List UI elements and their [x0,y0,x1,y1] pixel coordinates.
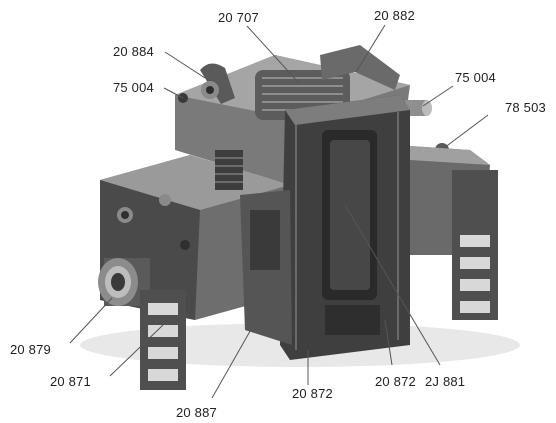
part-labels: 20 707 20 882 20 884 75 004 75 004 78 50… [10,8,546,420]
label-20887: 20 887 [176,405,217,420]
front-frame [280,95,410,360]
label-75004-right: 75 004 [455,70,496,85]
label-20707: 20 707 [218,10,259,25]
label-20872-bottom: 20 872 [292,386,333,401]
label-20884: 20 884 [113,44,154,59]
label-20872-right: 20 872 [375,374,416,389]
label-20881: 2J 881 [425,374,465,389]
leader-lines [69,24,489,399]
ladder-bracket-right [452,170,498,320]
label-75004-left: 75 004 [113,80,154,95]
mechanism-illustration [80,45,520,390]
label-20879: 20 879 [10,342,51,357]
label-20882: 20 882 [374,8,415,23]
label-20871: 20 871 [50,374,91,389]
label-78503: 78 503 [505,100,546,115]
